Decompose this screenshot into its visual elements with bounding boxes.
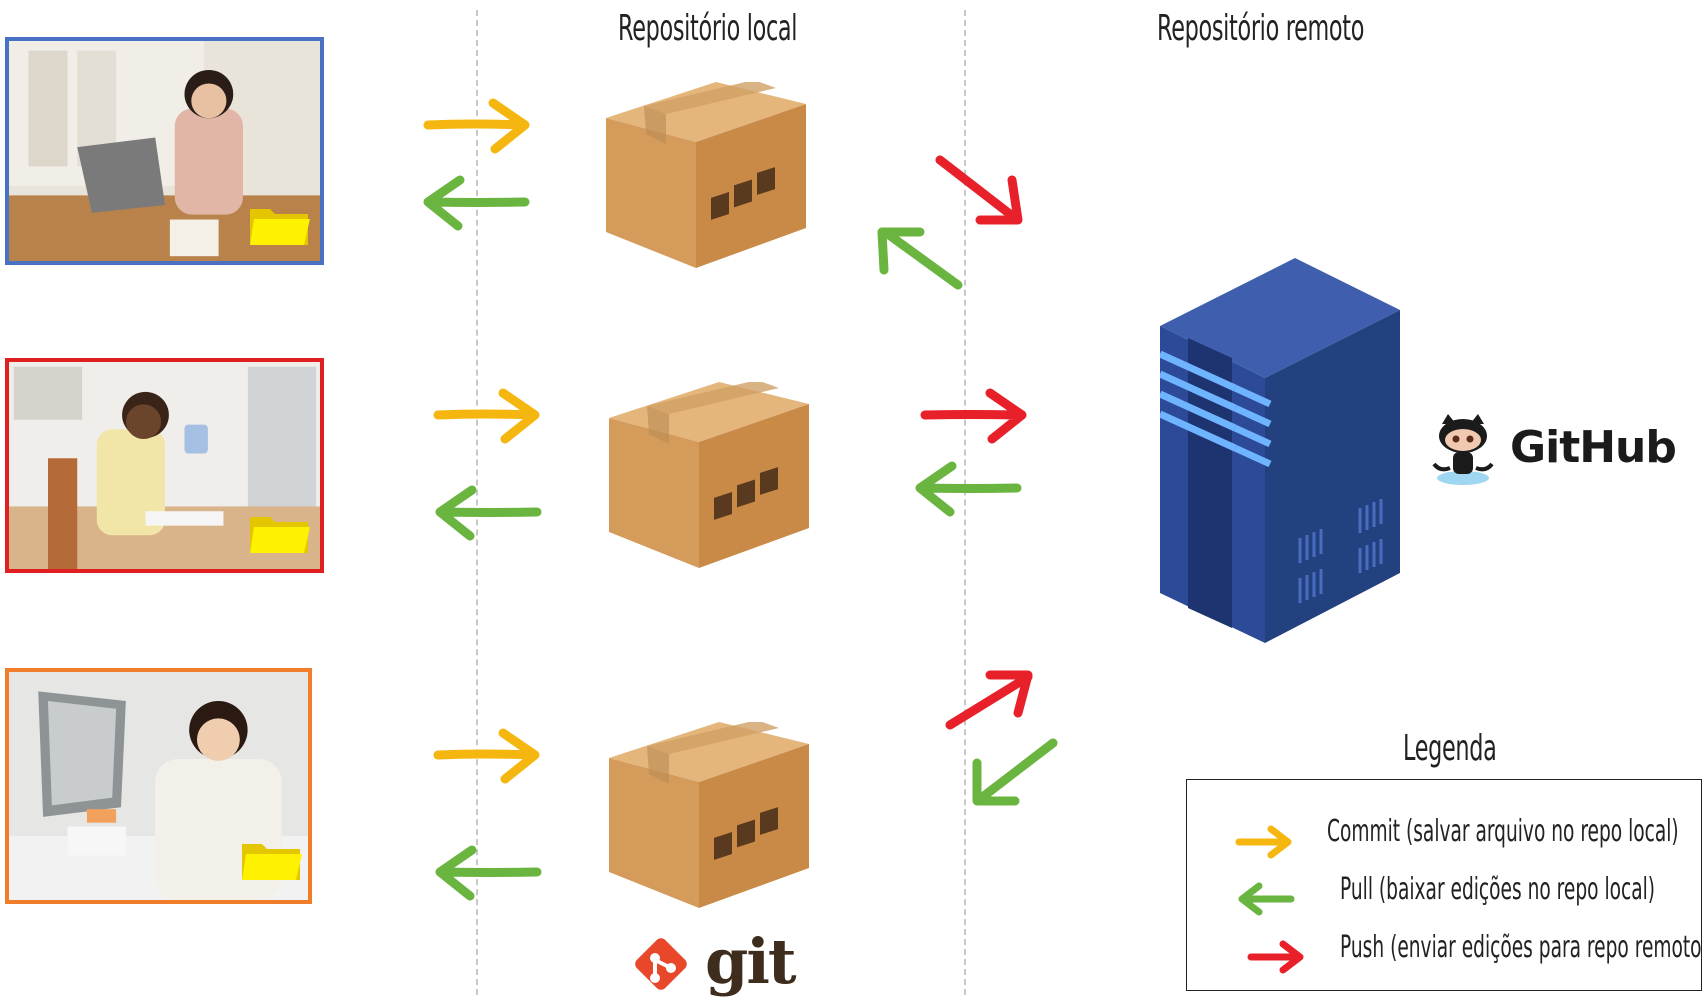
git-logo-icon: [635, 938, 687, 990]
user-photo-1: [5, 37, 324, 265]
commit-arrow-1: [423, 98, 530, 154]
divider-right: [964, 10, 966, 995]
legend-pull-label: Pull (baixar edições no repo local): [1340, 872, 1656, 907]
commit-arrow-2: [433, 388, 540, 444]
pull-arrow-remote-1: [877, 227, 963, 290]
pull-arrow-remote-2: [915, 461, 1022, 517]
local-repo-heading: Repositório local: [618, 8, 798, 49]
github-logo-text: GitHub: [1510, 422, 1677, 473]
cardboard-box-icon: [609, 382, 809, 568]
folder-icon: [250, 209, 310, 245]
folder-icon: [250, 517, 310, 553]
git-logo-text: git: [705, 925, 797, 998]
folder-icon: [242, 844, 302, 880]
pull-arrow-1: [423, 175, 530, 231]
cardboard-box-icon: [609, 722, 809, 908]
push-arrow-3: [945, 670, 1033, 730]
user-photo-2: [5, 358, 324, 573]
divider-left: [476, 10, 478, 995]
cardboard-box-icon: [606, 82, 806, 268]
user-photo-3: [5, 668, 312, 904]
push-arrow-2: [920, 388, 1027, 444]
legend-push-arrow: [1247, 940, 1304, 974]
legend-commit-label: Commit (salvar arquivo no repo local): [1327, 814, 1679, 849]
pull-arrow-remote-3: [972, 738, 1058, 806]
legend-title: Legenda: [1403, 728, 1497, 769]
octocat-icon: [1432, 414, 1494, 485]
legend-push-label: Push (enviar edições para repo remoto): [1340, 930, 1702, 965]
remote-repo-heading: Repositório remoto: [1157, 8, 1365, 49]
legend-commit-arrow: [1235, 825, 1292, 859]
push-arrow-1: [935, 155, 1023, 225]
legend-pull-arrow: [1238, 882, 1295, 916]
legend-box: Commit (salvar arquivo no repo local) Pu…: [1186, 779, 1702, 991]
server-icon: [1160, 258, 1400, 643]
commit-arrow-3: [433, 728, 540, 784]
pull-arrow-2: [435, 485, 542, 541]
pull-arrow-3: [435, 845, 542, 901]
